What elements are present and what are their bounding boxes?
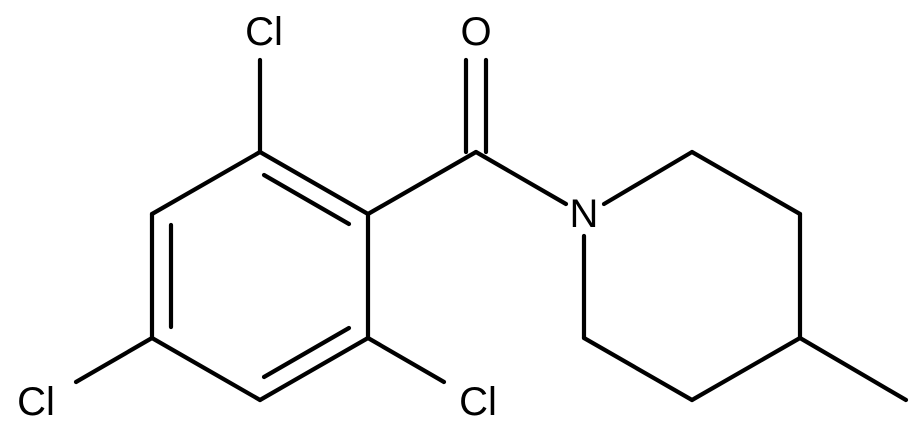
ring-bond-c6-c1: [149, 149, 263, 217]
atom-label-cl-bottom-right: Cl: [459, 380, 497, 424]
piperidine-ring: [581, 149, 803, 403]
atom-label-cl-top: Cl: [245, 10, 283, 54]
atom-label-cl-bottom-left: Cl: [17, 380, 55, 424]
bond-ring-to-carbonyl: [365, 149, 479, 217]
ring-bond-c3-c4-inner: [261, 325, 352, 380]
bond-carbonyl-to-n: [473, 149, 569, 207]
ring-bond-ca-cb: [689, 149, 803, 217]
bond-methyl: [797, 335, 909, 403]
ring-bond-c3-c4: [257, 335, 371, 403]
ring-bond-n-ca: [601, 149, 695, 207]
ring-bond-cc-cd: [689, 335, 803, 403]
atom-label-nitrogen: N: [570, 192, 599, 236]
ring-bond-c1-c2: [257, 149, 371, 217]
ring-bond-c1-c2-inner: [261, 172, 352, 227]
benzene-ring: [149, 149, 371, 403]
ring-bond-cd-ce: [581, 335, 695, 403]
ring-bond-c4-c5: [149, 335, 263, 403]
atom-label-oxygen: O: [460, 10, 491, 54]
bond-c3-cl-bottom-right: [365, 335, 447, 385]
bond-c5-cl-bottom-left: [73, 335, 155, 385]
